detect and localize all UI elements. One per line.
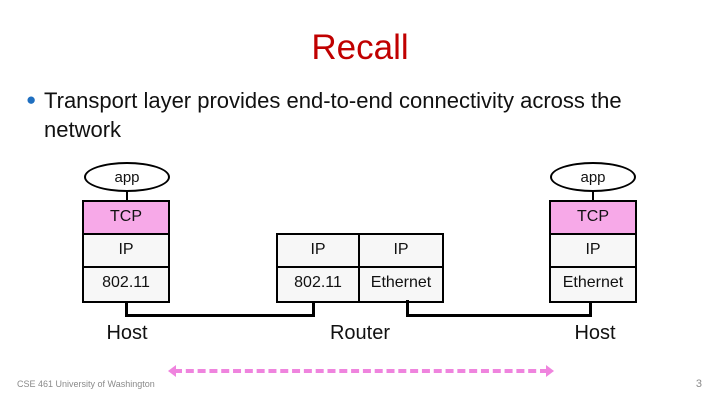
right-host-caption: Host xyxy=(574,322,616,344)
router-right-layer-ip: IP xyxy=(360,235,442,268)
right-host-wire-drop xyxy=(589,303,592,317)
page-title: Recall xyxy=(311,28,409,67)
wire-router-to-right xyxy=(406,314,592,317)
left-host-app-label: app xyxy=(114,169,140,186)
arrow-head-right-icon xyxy=(546,365,554,377)
left-host-layer-link: 802.11 xyxy=(84,268,168,301)
bullet-item-text: Transport layer provides end-to-end conn… xyxy=(44,88,622,142)
router-left-layer-ip: IP xyxy=(278,235,359,268)
router-left-wire-drop xyxy=(312,300,315,317)
left-host-stack: TCP IP 802.11 xyxy=(82,200,170,303)
footer-page-number: 3 xyxy=(695,378,702,390)
list-item: ● Transport layer provides end-to-end co… xyxy=(24,86,664,144)
arrow-head-left-icon xyxy=(168,365,176,377)
bullet-list: ● Transport layer provides end-to-end co… xyxy=(24,86,664,144)
right-host-layer-link: Ethernet xyxy=(551,268,635,301)
router-right-layer-link: Ethernet xyxy=(360,268,442,301)
left-host-caption: Host xyxy=(106,322,148,344)
left-host-wire-drop xyxy=(125,303,128,317)
bullet-marker-icon: ● xyxy=(26,90,37,109)
router-stack: IP 802.11 IP Ethernet xyxy=(276,233,444,303)
left-host-app-ellipse: app xyxy=(84,162,170,192)
right-host-stack: TCP IP Ethernet xyxy=(549,200,637,303)
right-host-app-stem xyxy=(592,191,594,201)
right-host-app-ellipse: app xyxy=(550,162,636,192)
protocol-stack-diagram: app TCP IP 802.11 Host IP 802.11 IP Ethe… xyxy=(0,155,720,377)
router-column-left: IP 802.11 xyxy=(278,235,361,301)
end-to-end-connectivity-arrow xyxy=(168,365,554,377)
router-caption: Router xyxy=(329,322,391,344)
left-host-layer-ip: IP xyxy=(84,235,168,268)
right-host-app-label: app xyxy=(580,169,606,186)
router-column-right: IP Ethernet xyxy=(360,235,442,301)
router-right-wire-drop xyxy=(406,300,409,317)
router-left-layer-link: 802.11 xyxy=(278,268,359,301)
right-host-layer-tcp: TCP xyxy=(551,202,635,235)
left-host-app-stem xyxy=(126,191,128,201)
wire-left-to-router xyxy=(125,314,315,317)
arrow-dashed-line xyxy=(174,369,548,373)
footer-course-label: CSE 461 University of Washington xyxy=(17,379,155,389)
left-host-layer-tcp: TCP xyxy=(84,202,168,235)
right-host-layer-ip: IP xyxy=(551,235,635,268)
